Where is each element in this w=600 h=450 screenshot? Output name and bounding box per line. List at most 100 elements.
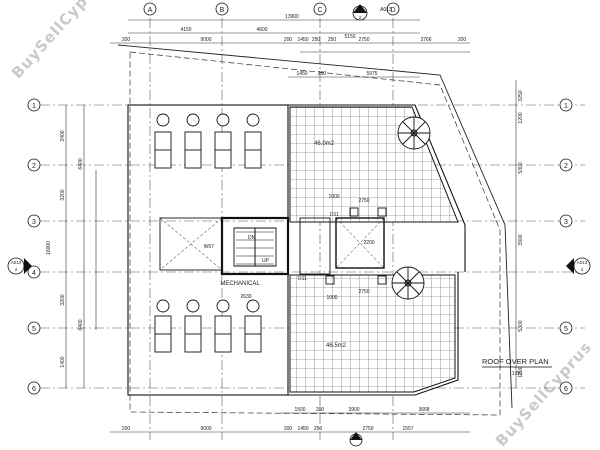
column-bubble-a: [143, 2, 157, 16]
dim-bot-200b: 200: [122, 426, 131, 432]
dim-top-5975: 5975: [366, 71, 377, 77]
dim-top-13900: 13900: [285, 14, 299, 20]
plan-scale: 1:50: [512, 371, 523, 377]
grid-column-bubbles: A B C D: [143, 2, 400, 16]
dim-top-3766: 3766: [420, 37, 431, 43]
dim-top-200a: 200: [122, 37, 131, 43]
dim-right-1200b: 1200: [518, 366, 524, 377]
section-mark-top-sheet: 2: [359, 15, 362, 20]
dim-top-200d: 200: [318, 71, 327, 77]
section-mark-right-sheet: 2: [581, 267, 584, 272]
section-mark-right: A013 2: [566, 257, 591, 275]
row-label-6: 6: [32, 386, 36, 393]
stair-label-up: UP: [262, 258, 270, 264]
row-label-2: 2: [32, 163, 36, 170]
row-label-1: 1: [32, 103, 36, 110]
window-tag-w07: W07: [204, 244, 215, 250]
door-tag-d11-top: D11: [330, 212, 339, 218]
row-label-5-right: 5: [564, 326, 568, 333]
dimension-lines-left: [65, 105, 97, 388]
column-bubble-b: [215, 2, 229, 16]
dim-bot-200a: 200: [316, 407, 325, 413]
dimension-texts: 13900 4150 4600 200 9000 200 1450 250 51…: [46, 14, 524, 432]
spiral-stair-top: [397, 116, 431, 150]
section-mark-right-code: A013: [577, 260, 588, 265]
dim-top-4600: 4600: [256, 27, 267, 33]
dim-bot-1450: 1450: [297, 426, 308, 432]
area-label-top: 46.0m2: [314, 141, 335, 147]
dim-bot-9000: 9000: [200, 426, 211, 432]
dim-left-16000: 16000: [46, 241, 52, 255]
dim-bot-200c: 200: [284, 426, 293, 432]
terrace-top: [289, 106, 459, 223]
section-mark-left-sheet: 2: [15, 267, 18, 272]
mechanical-label: MECHANICAL: [220, 281, 260, 287]
row-label-5: 5: [32, 326, 36, 333]
dim-top-4150: 4150: [180, 27, 191, 33]
dim-bot-1500: 1500: [294, 407, 305, 413]
dim-bot-3668: 3668: [418, 407, 429, 413]
column-label-a: A: [148, 7, 153, 14]
dim-mid-2630: 2630: [240, 294, 251, 300]
section-mark-bottom: [349, 432, 363, 447]
dim-top-250b: 250: [328, 37, 337, 43]
dim-left-3200a: 3200: [60, 189, 66, 200]
column-bubble-d: [386, 2, 400, 16]
column-bubble-c: [313, 2, 327, 16]
dim-bot-2750: 2750: [362, 426, 373, 432]
dim-top-250a: 250: [312, 37, 321, 43]
section-mark-left: A013 2: [7, 257, 32, 275]
dim-bot-3900: 3900: [348, 407, 359, 413]
dim-right-5300a: 5300: [518, 162, 524, 173]
grid-row-bubbles: 1 2 3 4 5 6 1 2 3 5 6: [27, 98, 573, 395]
dim-left-6400b: 6400: [78, 319, 84, 330]
stair-core: [159, 207, 387, 285]
section-mark-top-code: A013: [380, 7, 392, 13]
column-label-c: C: [317, 7, 322, 14]
dim-left-3200b: 3200: [60, 294, 66, 305]
dim-top-1450b: 1450: [296, 71, 307, 77]
section-mark-top: 2 A013: [352, 4, 392, 21]
stair-label-dn: DN: [248, 235, 256, 241]
column-label-d: D: [390, 7, 395, 14]
dimension-lines-top: [110, 19, 470, 78]
plan-title: ROOF OVER PLAN: [482, 357, 549, 366]
dim-mid-2750b: 2750: [358, 289, 369, 295]
dim-right-5300b: 5300: [518, 320, 524, 331]
dim-top-5150: 5150: [344, 34, 355, 40]
dim-bot-250: 250: [314, 426, 323, 432]
dim-top-200c: 200: [458, 37, 467, 43]
terrace-bottom: [289, 274, 456, 393]
dim-left-3400: 3400: [60, 130, 66, 141]
row-label-3: 3: [32, 219, 36, 226]
solar-panels-top: [154, 113, 262, 169]
dim-top-200b: 200: [284, 37, 293, 43]
solar-panels-bottom: [154, 299, 262, 353]
boundary-line: [117, 44, 513, 409]
dim-left-1400: 1400: [60, 356, 66, 367]
door-tag-d11-bottom: D11: [298, 276, 307, 282]
dim-mid-1000a: 1000: [328, 194, 339, 200]
dim-right-3250: 3250: [518, 90, 524, 101]
room-labels: 46.0m2 46.5m2 MECHANICAL W07 D11 D11 DN …: [204, 141, 552, 377]
dim-top-2750: 2750: [358, 37, 369, 43]
row-label-3-right: 3: [564, 219, 568, 226]
row-label-1-right: 1: [564, 103, 568, 110]
row-label-6-right: 6: [564, 386, 568, 393]
dim-right-1200a: 1200: [518, 112, 524, 123]
dimension-lines-bottom: [110, 412, 470, 433]
row-label-2-right: 2: [564, 163, 568, 170]
dim-top-1450: 1450: [297, 37, 308, 43]
spiral-stair-bottom: [391, 266, 425, 300]
dim-bot-1557: 1557: [402, 426, 413, 432]
dim-mid-1000b: 1000: [326, 295, 337, 301]
dim-left-6400a: 6400: [78, 158, 84, 169]
section-mark-left-code: A013: [11, 260, 22, 265]
area-label-bottom: 46.5m2: [326, 343, 347, 349]
column-label-b: B: [220, 7, 225, 14]
dim-mid-2200: 2200: [363, 240, 374, 246]
dim-mid-2750a: 2750: [358, 198, 369, 204]
row-label-4: 4: [32, 270, 36, 277]
